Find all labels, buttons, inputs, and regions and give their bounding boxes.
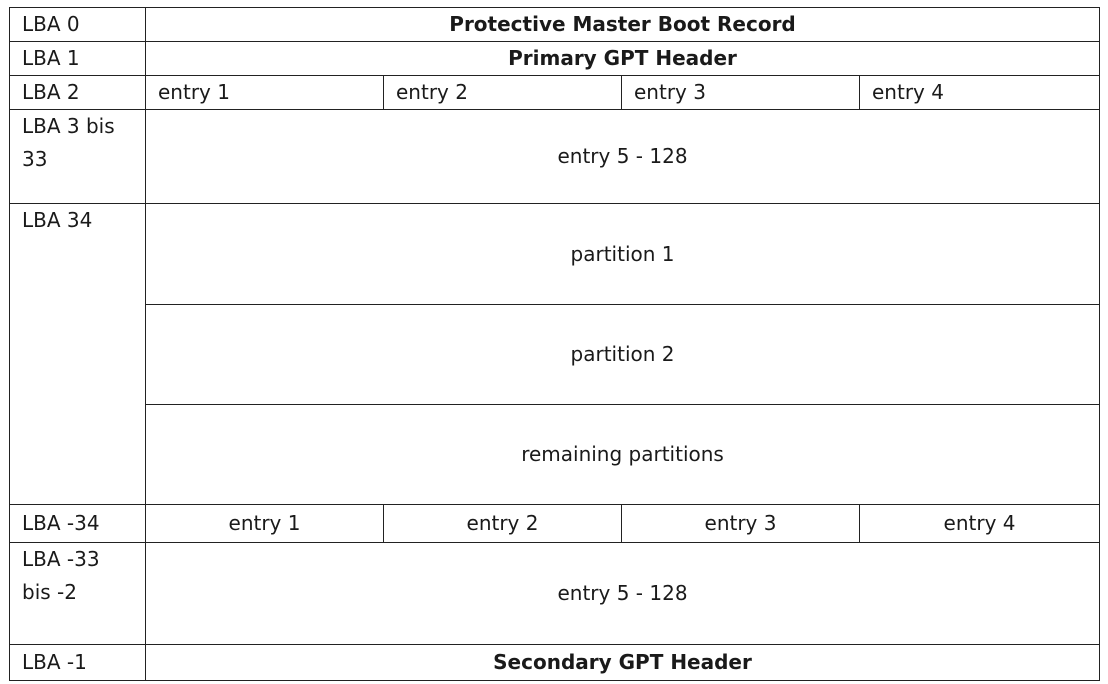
protective-mbr-block: Protective Master Boot Record <box>144 7 1101 42</box>
row-lba-1: LBA 1 Primary GPT Header <box>9 41 1101 76</box>
primary-gpt-header-block: Primary GPT Header <box>144 41 1101 76</box>
primary-entry-4: entry 4 <box>858 75 1101 110</box>
remaining-partitions-block: remaining partitions <box>144 404 1101 505</box>
secondary-entry-3: entry 3 <box>621 504 860 543</box>
lba-label: LBA 2 <box>9 75 146 110</box>
primary-entry-2: entry 2 <box>383 75 622 110</box>
secondary-entry-4: entry 4 <box>858 504 1101 543</box>
secondary-entry-2: entry 2 <box>383 504 622 543</box>
partition-1-block: partition 1 <box>144 203 1101 305</box>
lba-label: LBA 0 <box>9 7 146 42</box>
primary-entry-3: entry 3 <box>621 75 860 110</box>
secondary-entries-rest-block: entry 5 - 128 <box>144 542 1101 645</box>
row-lba-minus-34: LBA -34 entry 1 entry 2 entry 3 entry 4 <box>9 504 1101 543</box>
row-partition-2: partition 2 <box>10 304 1101 405</box>
primary-entry-1: entry 1 <box>145 75 384 110</box>
lba-label: LBA -34 <box>9 504 146 543</box>
lba-label: LBA 34 <box>9 203 146 505</box>
primary-entries-rest-block: entry 5 - 128 <box>144 109 1101 204</box>
lba-label: LBA -33 bis -2 <box>9 542 146 645</box>
row-lba-3-33: LBA 3 bis 33 entry 5 - 128 <box>9 109 1101 204</box>
secondary-entry-1: entry 1 <box>145 504 384 543</box>
gpt-disk-layout-table: LBA 0 Protective Master Boot Record LBA … <box>9 7 1101 681</box>
row-lba-minus-33-minus-2: LBA -33 bis -2 entry 5 - 128 <box>9 542 1101 645</box>
lba-label: LBA 3 bis 33 <box>9 109 146 204</box>
row-remaining-partitions: remaining partitions <box>10 404 1101 505</box>
partition-2-block: partition 2 <box>144 304 1101 405</box>
row-partition-1: LBA 34 partition 1 <box>9 203 1101 505</box>
row-lba-minus-1: LBA -1 Secondary GPT Header <box>9 644 1101 681</box>
row-lba-0: LBA 0 Protective Master Boot Record <box>9 7 1101 42</box>
secondary-gpt-header-block: Secondary GPT Header <box>144 644 1101 681</box>
lba-label: LBA 1 <box>9 41 146 76</box>
row-lba-2: LBA 2 entry 1 entry 2 entry 3 entry 4 <box>9 75 1101 110</box>
lba-label: LBA -1 <box>9 644 146 681</box>
